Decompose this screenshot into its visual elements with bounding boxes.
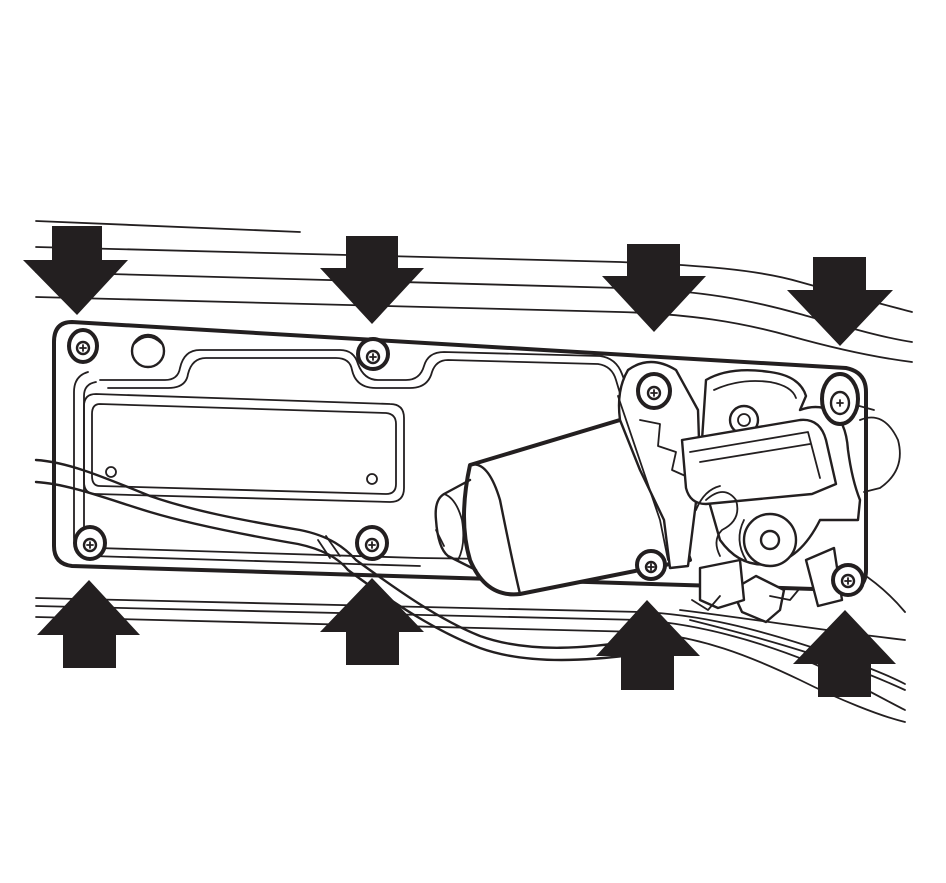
arrow-down-icon [787, 257, 893, 346]
screw-icon [67, 328, 99, 364]
screw-icon [635, 549, 667, 581]
arrow-up-icon [37, 580, 140, 668]
screw-icon [355, 525, 389, 561]
arrow-up-icon [596, 600, 700, 690]
screw-icon [831, 563, 865, 597]
arrow-up-icon [320, 578, 424, 665]
arrow-down-icon [320, 236, 424, 324]
screw-icon [356, 337, 390, 371]
wiring-cable [34, 458, 642, 662]
arrow-up-icon [793, 610, 896, 697]
pointer-arrows [23, 226, 896, 697]
screw-icon [73, 525, 107, 561]
arrow-down-icon [23, 226, 128, 315]
screw-icon [820, 372, 860, 426]
wiper-motor [434, 360, 901, 624]
screw-icon [636, 372, 672, 410]
mounting-screws [67, 328, 865, 597]
arrow-down-icon [602, 244, 706, 332]
